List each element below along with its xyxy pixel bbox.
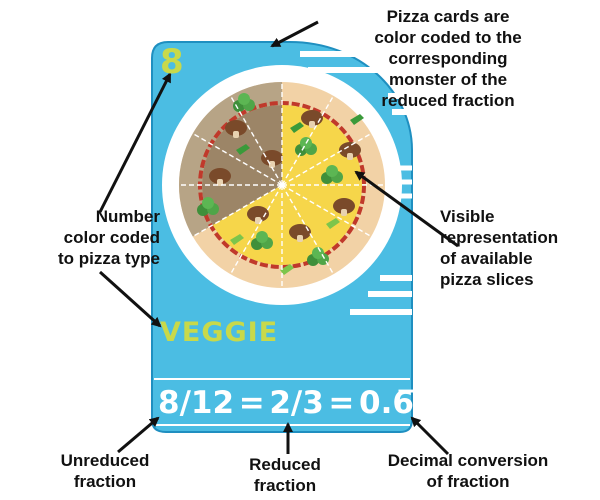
- cut-line: [192, 132, 283, 186]
- cut-line: [192, 184, 283, 238]
- callout-color-coded-cards: Pizza cards are color coded to the corre…: [374, 7, 522, 110]
- cut-line: [281, 184, 335, 275]
- broccoli-topping: [326, 165, 338, 177]
- arrow-to-pizza-type: [98, 270, 162, 328]
- mushroom-topping: [289, 224, 311, 240]
- callout-arrows: [98, 20, 459, 456]
- mushroom-stem: [309, 121, 315, 128]
- reduced-fraction: 2/3: [269, 385, 324, 421]
- mushroom-stem: [269, 161, 275, 168]
- toppings: [197, 93, 364, 275]
- broccoli-topping: [312, 247, 324, 259]
- mushroom-stem: [341, 209, 347, 216]
- missing-slice: [202, 185, 282, 225]
- decimal-value: 0.6̅: [359, 385, 414, 421]
- callout-unreduced-fraction: Unreduced fraction: [60, 451, 150, 491]
- mushroom-stem: [347, 153, 353, 160]
- mushroom-topping: [247, 206, 269, 222]
- pepper-topping: [290, 122, 304, 133]
- mushroom-topping: [339, 142, 361, 158]
- pepper-topping: [326, 218, 340, 229]
- mushroom-stem: [297, 235, 303, 242]
- callout-reduced-fraction: Reduced fraction: [249, 455, 321, 495]
- broccoli-topping: [202, 197, 214, 209]
- arrow-to-unreduced: [117, 416, 160, 454]
- equals-sign: =: [238, 385, 265, 421]
- mushroom-topping: [301, 110, 323, 126]
- cut-line: [229, 95, 283, 186]
- pepper-topping: [236, 144, 250, 155]
- broccoli-topping: [256, 231, 268, 243]
- arrow-to-slices: [354, 170, 459, 248]
- cut-line: [281, 132, 372, 186]
- arrow-to-decimal: [410, 416, 450, 456]
- equals-sign: =: [328, 385, 355, 421]
- mushroom-stem: [217, 179, 223, 186]
- mushroom-topping: [333, 198, 355, 214]
- callout-decimal-conversion: Decimal conversion of fraction: [387, 451, 549, 491]
- mushroom-topping: [225, 120, 247, 136]
- mushroom-stem: [255, 217, 261, 224]
- unreduced-fraction: 8/12: [158, 385, 235, 421]
- equation-band: [154, 378, 410, 380]
- callout-visible-slices: Visible representation of available pizz…: [440, 207, 559, 289]
- pepper-topping: [230, 234, 244, 245]
- arrow-to-number: [98, 72, 172, 213]
- mushroom-topping: [261, 150, 283, 166]
- missing-crust: [192, 95, 242, 145]
- mushroom-topping: [209, 168, 231, 184]
- callout-number-color: Number color coded to pizza type: [57, 207, 160, 268]
- cut-line: [229, 184, 283, 275]
- available-slice: [212, 185, 282, 255]
- broccoli-topping: [238, 93, 250, 105]
- missing-crust: [179, 133, 213, 185]
- pepper-topping: [350, 114, 364, 125]
- equation-band-bottom: [154, 424, 410, 426]
- mushroom-stem: [233, 131, 239, 138]
- pizza: [162, 65, 402, 305]
- cut-line: [281, 95, 335, 186]
- cut-lines: [179, 82, 385, 288]
- missing-crust: [179, 185, 213, 237]
- fraction-equation: 8/12 = 2/3 = 0.6̅: [158, 384, 414, 422]
- pepper-topping: [280, 264, 294, 275]
- card-number: 8: [160, 42, 184, 82]
- cut-line: [281, 184, 372, 238]
- pizza-type-label: Veggie: [160, 317, 279, 348]
- available-slice: [282, 185, 352, 255]
- arrow-to-card-top: [270, 20, 319, 48]
- card-stripes: [300, 51, 412, 315]
